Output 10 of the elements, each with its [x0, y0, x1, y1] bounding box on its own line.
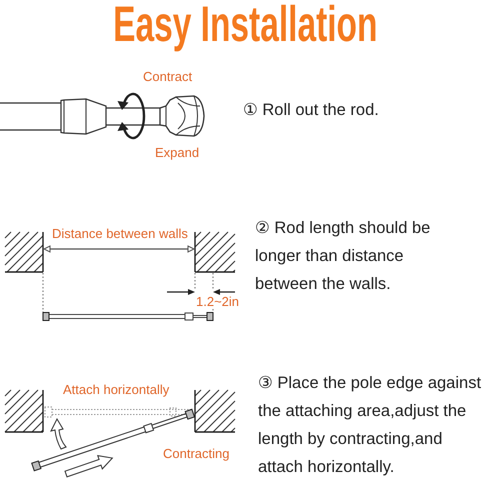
action-label: Contracting — [163, 447, 230, 461]
direction-label: Contract — [143, 70, 192, 84]
direction-label: Expand — [155, 146, 200, 160]
step-instruction: ② Rod length should be longer than distance between the walls. — [255, 218, 432, 295]
title: Easy Installation — [112, 0, 378, 49]
step-instruction: ① Roll out the rod. — [243, 100, 379, 121]
step-instruction: ③ Place the pole edge against the attaching area,adjust the length by contracting,and attach horizontally. — [258, 373, 482, 478]
dimension-label: Distance between walls — [52, 227, 188, 241]
dimension-label: 1.2~2in — [196, 295, 240, 309]
action-label: Attach horizontally — [63, 382, 170, 396]
